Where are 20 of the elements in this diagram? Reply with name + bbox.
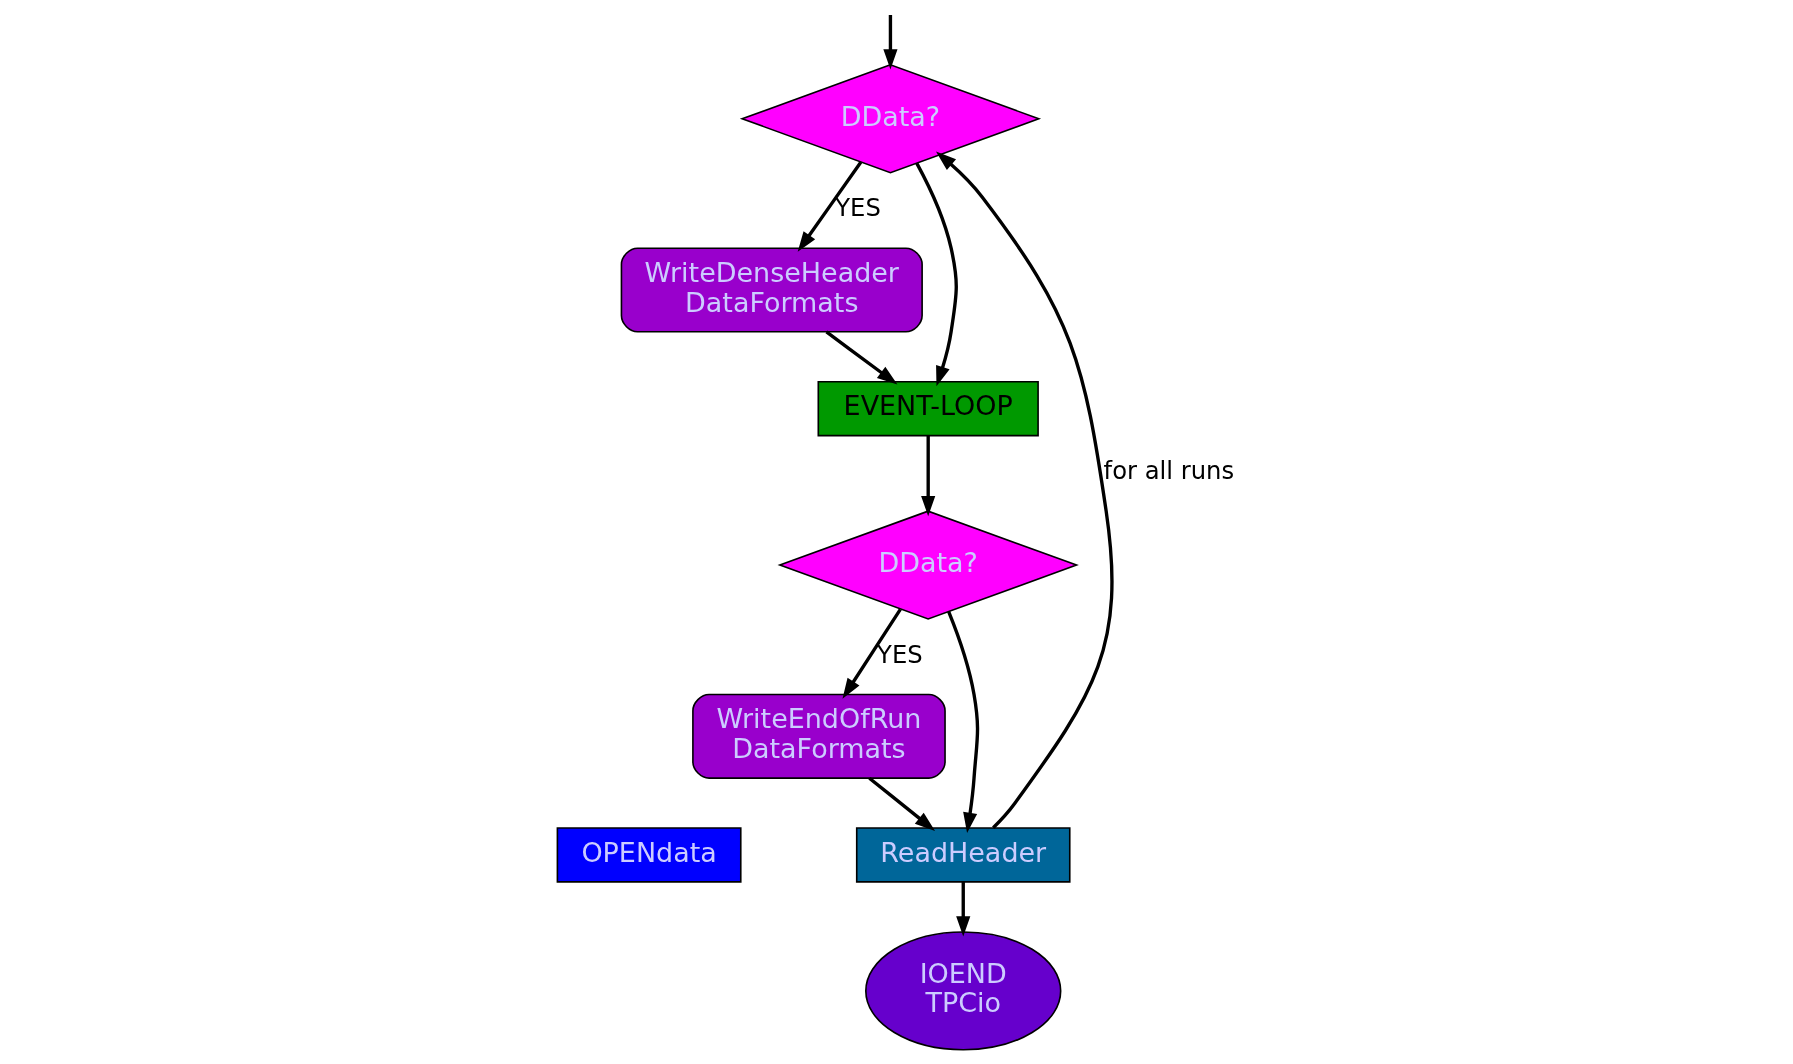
arrow [868,776,936,831]
node-diamond: DData? [777,510,1079,620]
edge-label: YES [877,639,923,669]
node-box: EVENT-LOOP [817,380,1039,437]
node-box: WriteEndOfRun DataFormats [692,693,946,779]
node-box: WriteDenseHeader DataFormats [620,247,923,333]
edge-label: YES [835,193,881,223]
edge-label: for all runs [1103,456,1235,486]
arrow [842,608,902,699]
node-box: ReadHeader [855,827,1071,883]
arrow [915,162,958,387]
arrow [956,882,971,937]
arrow [797,161,863,252]
arrow [947,611,980,833]
node-ellipse: IOEND TPCio [865,931,1062,1051]
arrow [825,330,898,385]
arrow [921,435,936,517]
arrow [936,151,1114,829]
node-box: OPENdata [556,827,742,883]
arrow [883,15,898,70]
